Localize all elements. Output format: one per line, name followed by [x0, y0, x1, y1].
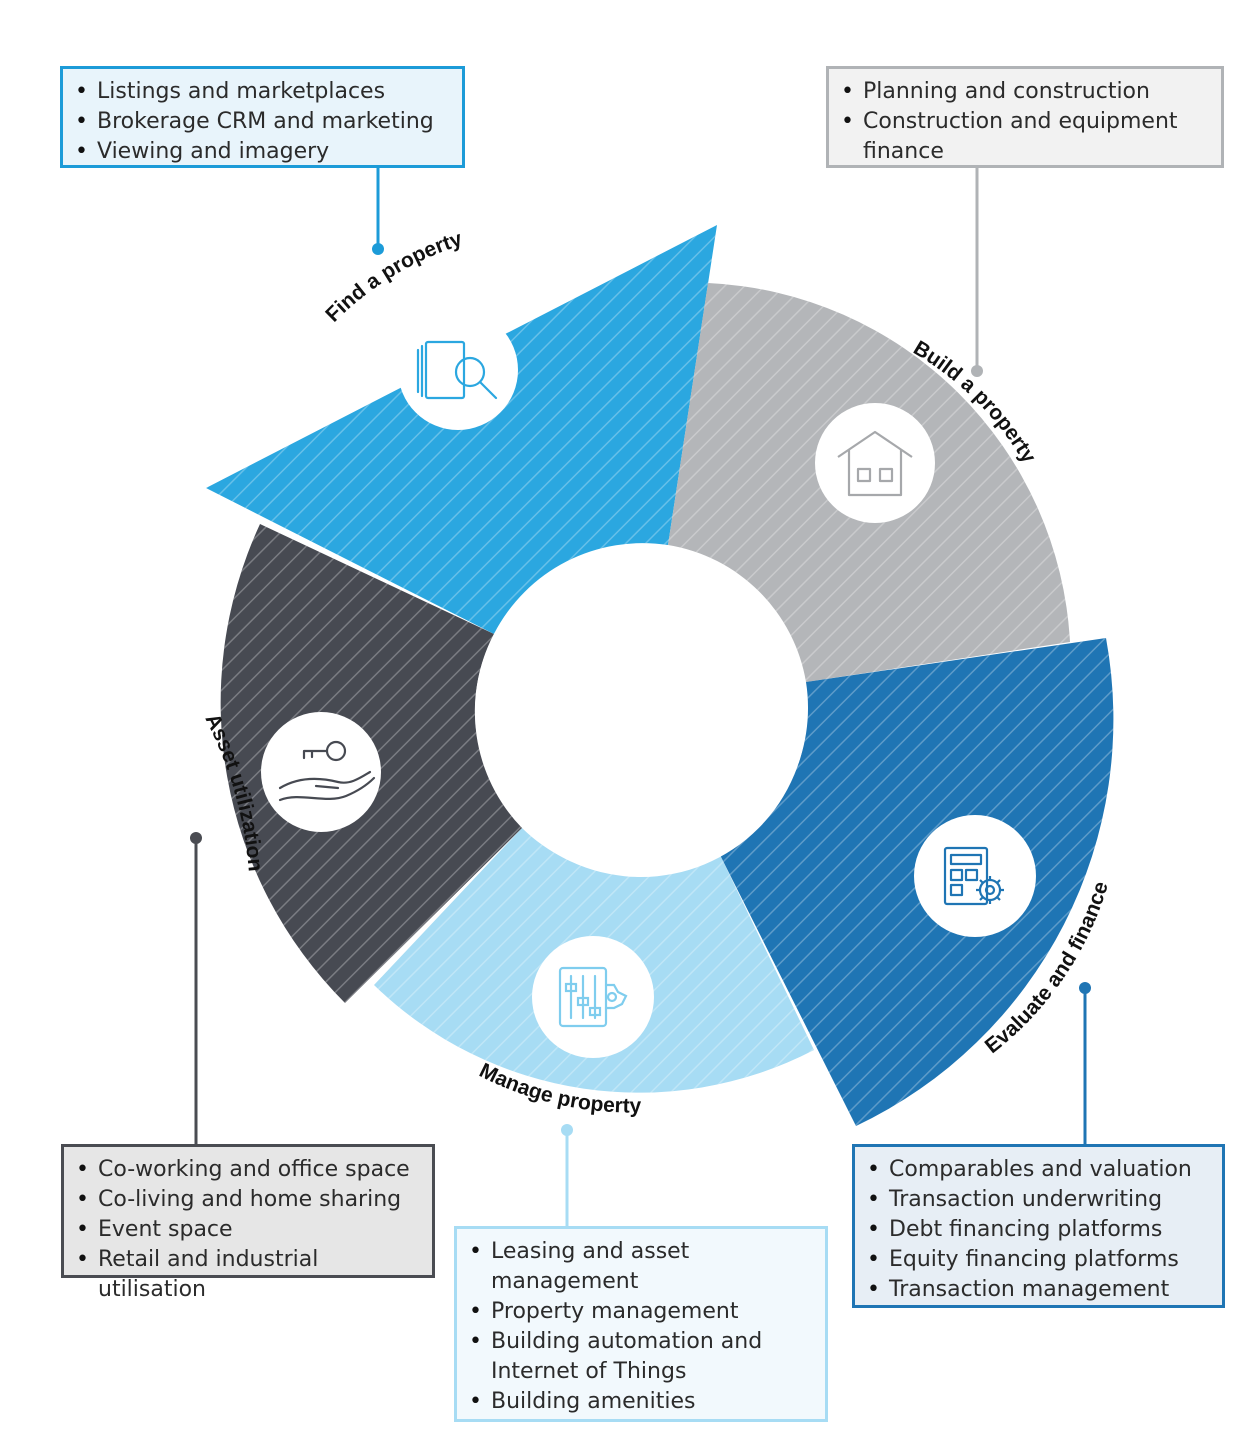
- list-item: Viewing and imagery: [75, 137, 452, 167]
- list-item: Retail and industrial utilisation: [76, 1245, 422, 1305]
- list-item: Construction and equipment finance: [841, 107, 1211, 167]
- list-item: Debt financing platforms: [867, 1215, 1212, 1245]
- connector-asset: [190, 832, 202, 1144]
- list-item: Co-living and home sharing: [76, 1185, 422, 1215]
- list-item: Leasing and asset management: [469, 1237, 815, 1297]
- list-item: Comparables and valuation: [867, 1155, 1212, 1185]
- calculator-gear-icon: [914, 815, 1036, 937]
- list-item: Building amenities: [469, 1387, 815, 1417]
- callout-manage-property: Leasing and asset management Property ma…: [454, 1226, 828, 1422]
- callout-find-property: Listings and marketplaces Brokerage CRM …: [60, 66, 465, 168]
- callout-evaluate-finance: Comparables and valuation Transaction un…: [852, 1144, 1225, 1308]
- document-search-icon: [398, 310, 518, 430]
- list-item: Property management: [469, 1297, 815, 1327]
- connector-find: [372, 168, 384, 255]
- callout-asset-utilization: Co-working and office space Co-living an…: [61, 1144, 435, 1302]
- connector-manage: [561, 1124, 573, 1226]
- list-item: Brokerage CRM and marketing: [75, 107, 452, 137]
- list-item: Listings and marketplaces: [75, 77, 452, 107]
- list-item: Transaction management: [867, 1275, 1212, 1305]
- segment-label-find: Find a property: [321, 227, 465, 326]
- callout-build-property: Planning and construction Construction a…: [826, 66, 1224, 168]
- list-item: Equity financing platforms: [867, 1245, 1212, 1275]
- hand-key-icon: [261, 712, 381, 832]
- list-item: Event space: [76, 1215, 422, 1245]
- control-panel-gear-icon: [532, 936, 654, 1058]
- list-item: Planning and construction: [841, 77, 1211, 107]
- list-item: Building automation and Internet of Thin…: [469, 1327, 815, 1387]
- connector-evaluate: [1079, 982, 1091, 1144]
- list-item: Co-working and office space: [76, 1155, 422, 1185]
- connector-build: [971, 168, 983, 377]
- house-icon: [815, 403, 935, 523]
- center-hole: [475, 545, 807, 877]
- list-item: Transaction underwriting: [867, 1185, 1212, 1215]
